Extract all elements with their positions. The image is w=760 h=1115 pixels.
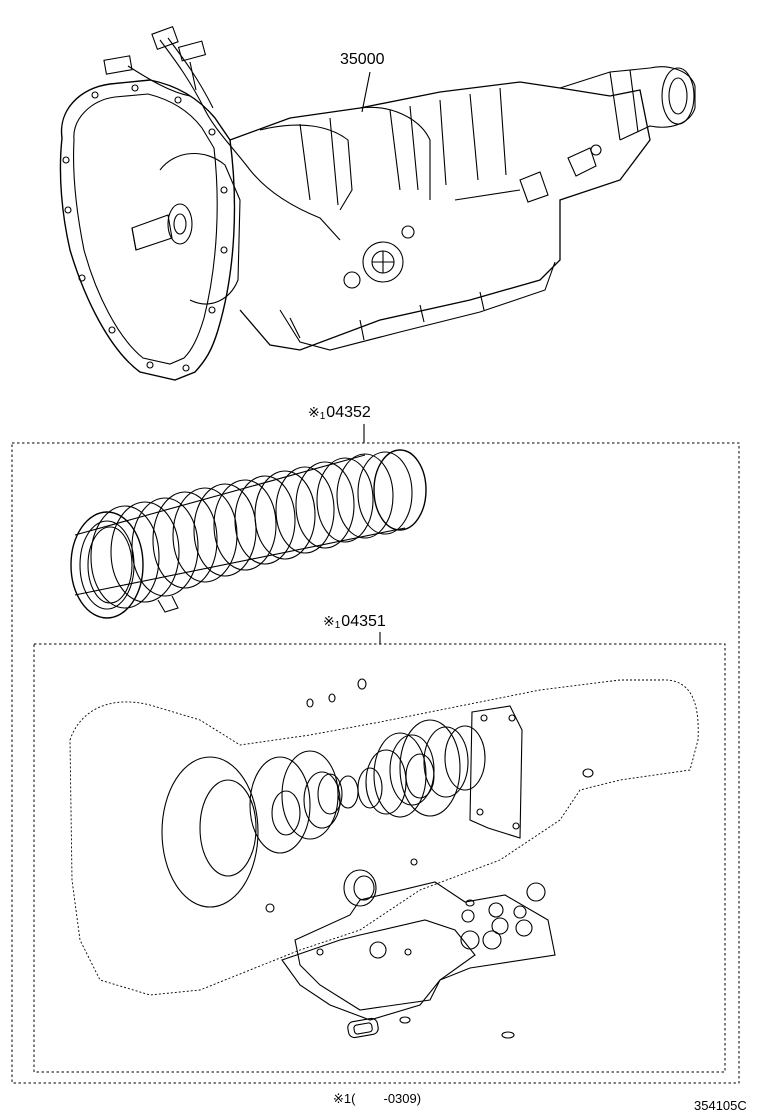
part-label-overhaul-kit[interactable]: ※104352	[308, 403, 371, 426]
footnote-index: 1	[343, 1091, 352, 1106]
footnote-range: -0309)	[383, 1091, 422, 1106]
gasket-kit-boundary	[33, 643, 726, 1073]
part-label-gasket-kit[interactable]: ※104351	[323, 612, 386, 635]
gasket-kit-drawing[interactable]	[69, 678, 699, 1039]
transmission-assembly-drawing[interactable]	[59, 26, 696, 381]
footnote-marker: ※	[308, 404, 320, 420]
footnote-marker-index: 1	[334, 620, 341, 631]
part-number-gasket-kit: 04351	[341, 613, 386, 630]
footnote-open-paren: (	[351, 1091, 356, 1106]
overhaul-kit-boundary	[11, 442, 740, 1084]
part-number-transmission[interactable]: 35000	[340, 51, 385, 68]
footnote-marker: ※	[323, 613, 335, 629]
footnote-marker-index: 1	[319, 411, 326, 422]
clutch-pack-drawing[interactable]	[70, 449, 427, 619]
footnote-marker: ※	[333, 1091, 344, 1106]
part-number-overhaul-kit: 04352	[326, 404, 371, 421]
leader-35000	[361, 71, 371, 113]
footnote: ※1( -0309)	[333, 1090, 421, 1108]
diagram-code: 354105C	[694, 1098, 747, 1113]
